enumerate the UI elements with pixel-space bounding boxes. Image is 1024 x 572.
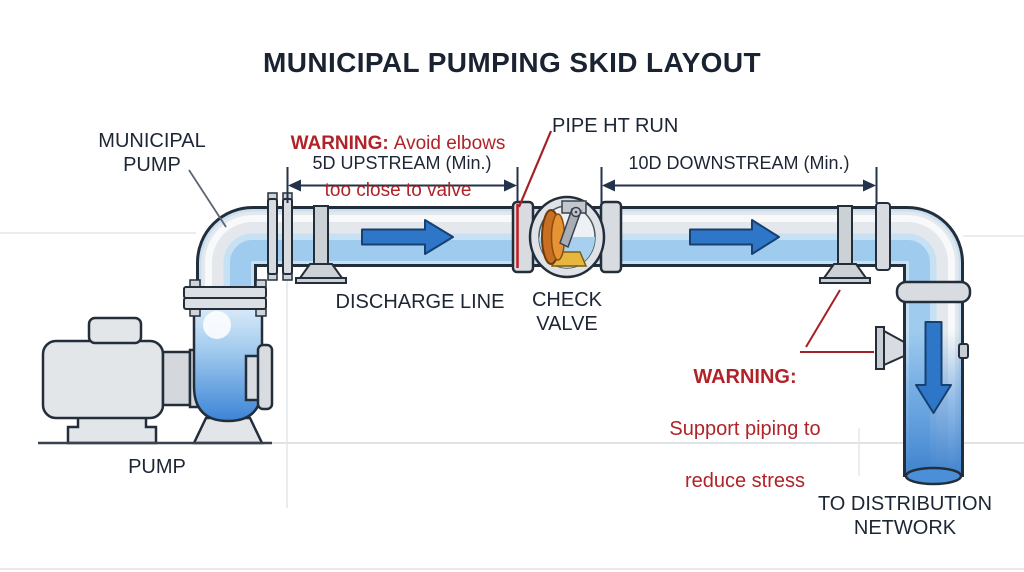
- volute-highlight: [203, 311, 231, 339]
- check-valve-label: CHECK VALVE: [531, 289, 602, 336]
- warning-elbows-prefix: WARNING:: [290, 133, 389, 155]
- downstream-dimension-label: 10D DOWNSTREAM (Min.): [628, 153, 850, 173]
- dimension-downstream: [600, 167, 878, 203]
- warning-support-leader-diag: [805, 289, 841, 348]
- pump-motor-foot: [66, 415, 158, 445]
- riser-collar: [895, 280, 972, 304]
- warning-support-line1: Support piping to: [669, 418, 821, 440]
- pump-label: PUMP: [128, 456, 186, 478]
- flow-arrow-right-1: [361, 219, 454, 255]
- background-gridlines: [0, 232, 1024, 570]
- dimension-upstream: [286, 167, 519, 203]
- downstream-flange: [875, 202, 891, 271]
- to-distribution-label: TO DISTRIBUTION NETWORK: [817, 493, 993, 540]
- warning-elbows: WARNING:Avoid elbows too close to valve: [270, 109, 526, 225]
- elbow-base-flange: [183, 279, 267, 317]
- leader-lines: [188, 130, 874, 353]
- riser-tap-valve: [875, 326, 969, 370]
- pump-assembly: [38, 296, 274, 445]
- pipe-support-upstream: [295, 205, 347, 284]
- flow-arrow-right-2: [689, 219, 780, 255]
- municipal-pump-label: MUNICIPAL PUMP: [98, 130, 206, 177]
- pump-terminal-box: [87, 316, 143, 345]
- suction-flange: [256, 343, 274, 411]
- flow-arrows: [361, 219, 952, 414]
- pipe-ht-run-leader: [517, 130, 553, 208]
- pipe-support-downstream: [819, 205, 871, 284]
- warning-elbows-line2: too close to valve: [324, 179, 472, 201]
- warning-elbows-line1: Avoid elbows: [393, 133, 506, 155]
- warning-support-line2: reduce stress: [684, 470, 806, 492]
- discharge-line-label: DISCHARGE LINE: [335, 291, 505, 313]
- warning-support: WARNING: Support piping to reduce stress: [640, 338, 850, 520]
- flow-arrow-down: [915, 321, 952, 414]
- municipal-pump-leader: [188, 169, 227, 228]
- pump-shaft-coupling: [161, 350, 192, 407]
- check-valve: [511, 195, 623, 279]
- pump-motor-body: [41, 339, 165, 420]
- riser-open-end: [904, 466, 963, 486]
- pipe-ht-run-label: PIPE HT RUN: [552, 115, 679, 137]
- upstream-dimension-label: 5D UPSTREAM (Min.): [312, 153, 492, 173]
- warning-support-prefix: WARNING:: [693, 366, 797, 388]
- page-title: MUNICIPAL PUMPING SKID LAYOUT: [262, 47, 761, 78]
